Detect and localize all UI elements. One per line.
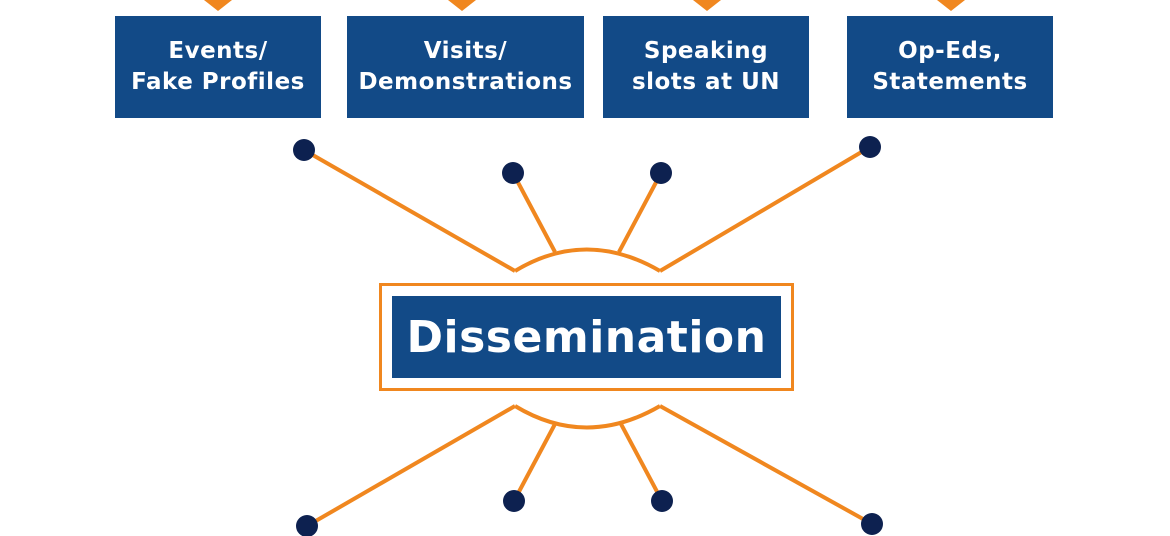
connector-top-1 — [303, 148, 516, 273]
box-label: Visits/ Demonstrations — [358, 38, 573, 95]
hub-top-arc — [513, 247, 662, 273]
box-op-eds-statements: Op-Eds, Statements — [847, 16, 1053, 118]
box-events-fake-profiles: Events/ Fake Profiles — [115, 16, 321, 118]
hub-label: Dissemination — [406, 311, 767, 363]
connector-bottom-3 — [619, 423, 664, 502]
hub-bottom-arc — [513, 404, 662, 430]
node-dot-bottom-3 — [651, 490, 673, 512]
node-dot-top-1 — [293, 139, 315, 161]
node-dots — [293, 136, 883, 536]
incoming-arrow-tips — [204, 0, 965, 11]
arrow-tip-1 — [204, 0, 232, 11]
node-dot-top-2 — [502, 162, 524, 184]
node-dot-bottom-1 — [296, 515, 318, 536]
box-visits-demonstrations: Visits/ Demonstrations — [347, 16, 584, 118]
connector-lines — [303, 145, 873, 528]
box-label: Op-Eds, Statements — [872, 38, 1028, 95]
box-label: Speaking slots at UN — [631, 38, 780, 95]
node-dot-top-3 — [650, 162, 672, 184]
arrow-tip-3 — [693, 0, 721, 11]
node-dot-top-4 — [859, 136, 881, 158]
connector-bottom-1 — [306, 404, 516, 528]
arrow-tip-4 — [937, 0, 965, 11]
connector-top-3 — [617, 172, 663, 253]
box-label: Events/ Fake Profiles — [131, 38, 305, 95]
connector-bottom-4 — [659, 404, 873, 526]
node-dot-bottom-2 — [503, 490, 525, 512]
connector-bottom-2 — [512, 423, 557, 502]
node-dot-bottom-4 — [861, 513, 883, 535]
connector-top-2 — [511, 172, 557, 253]
connector-top-4 — [658, 145, 872, 273]
hub-box: Dissemination — [392, 296, 781, 378]
hub-frame: Dissemination — [379, 283, 794, 391]
arrow-tip-2 — [448, 0, 476, 11]
box-speaking-slots: Speaking slots at UN — [603, 16, 809, 118]
